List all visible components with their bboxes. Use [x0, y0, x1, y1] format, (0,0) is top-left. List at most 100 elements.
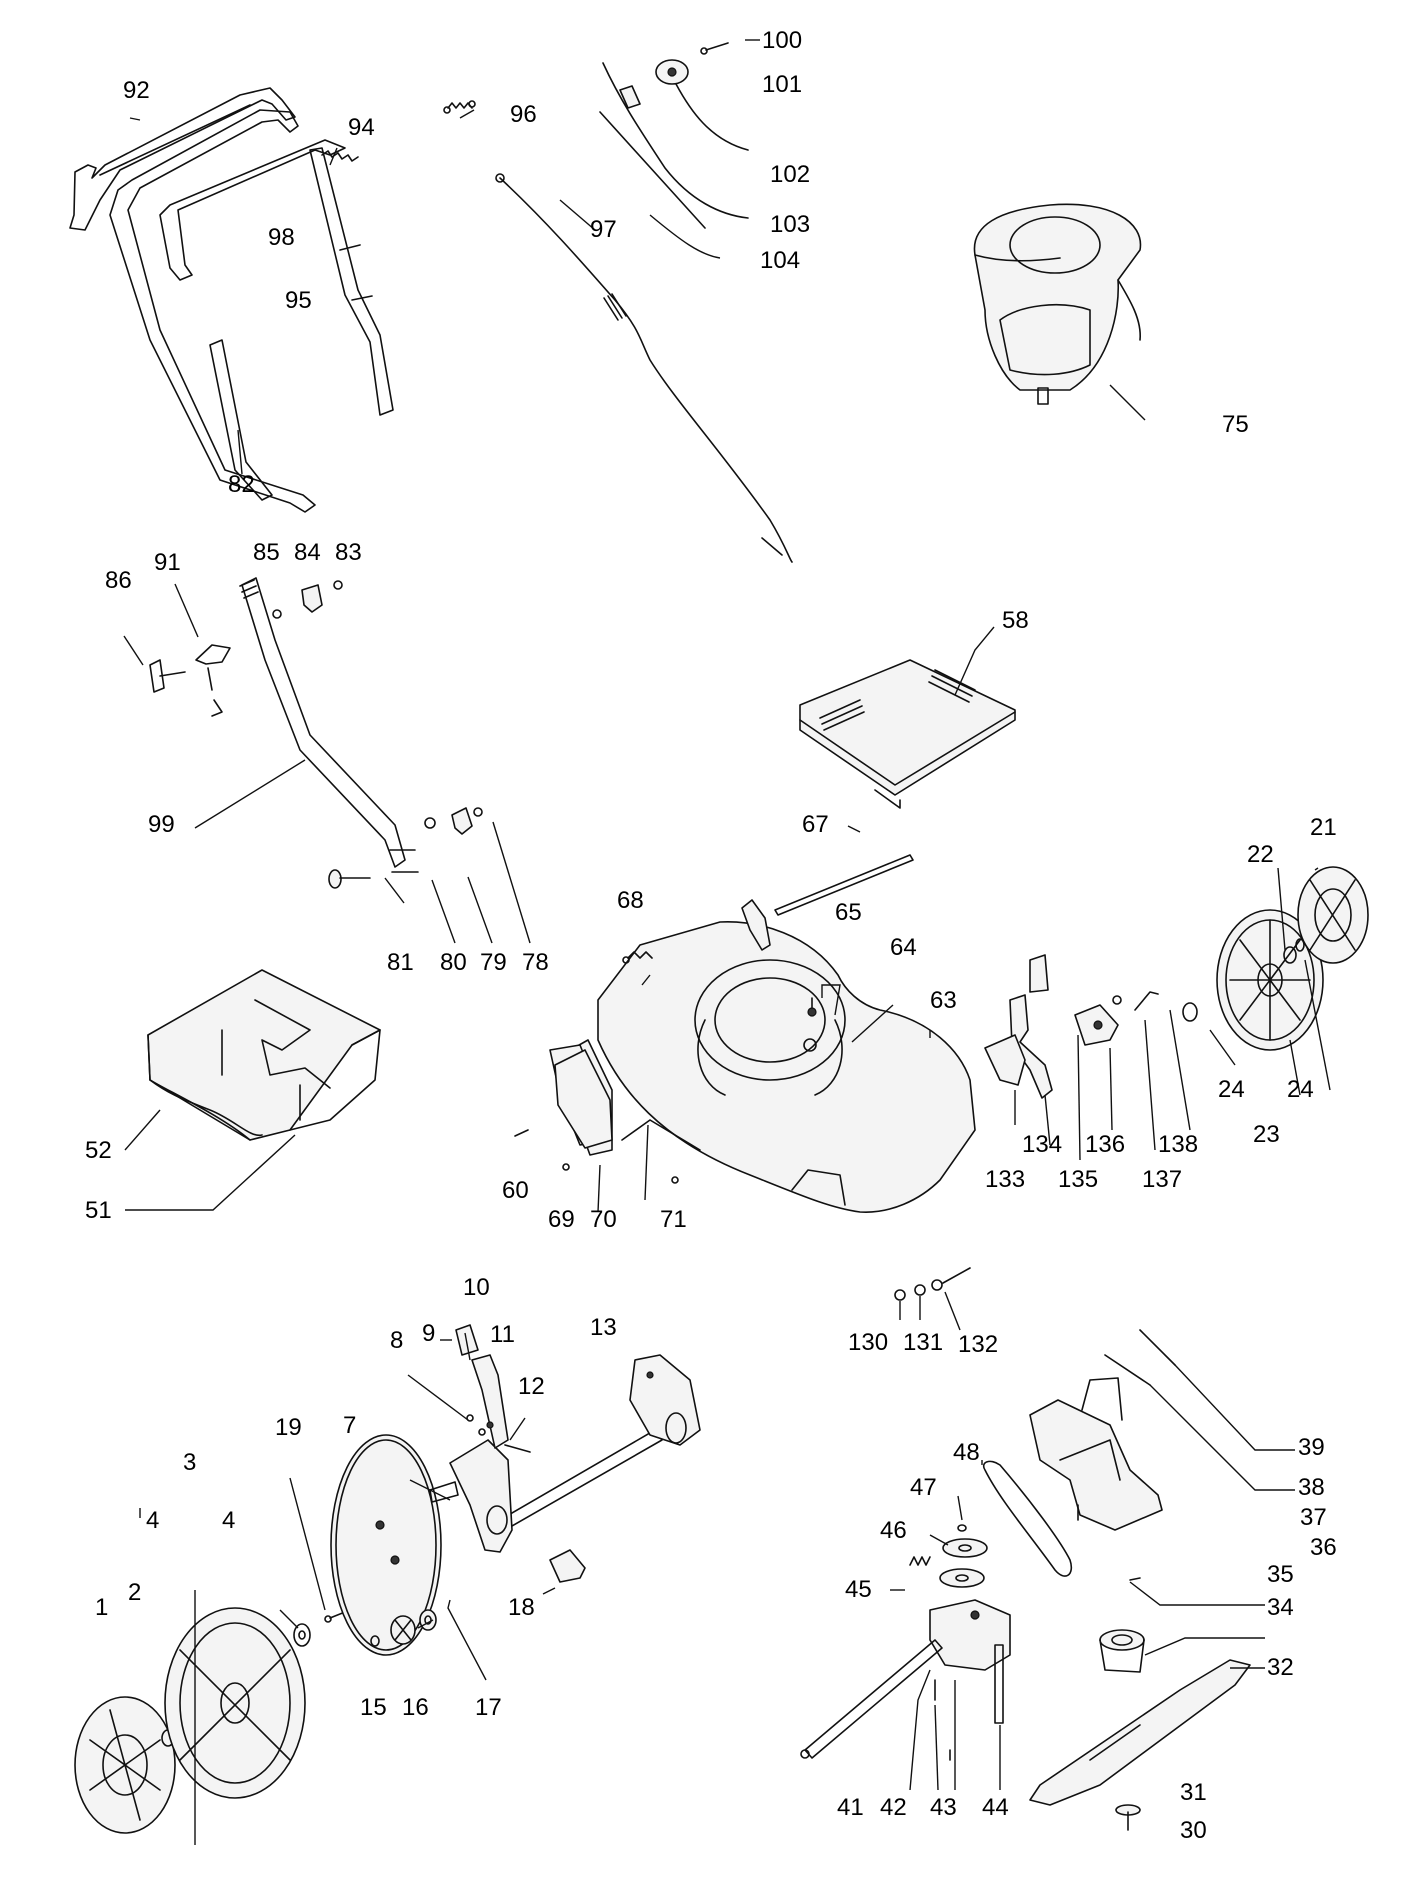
- cable-103: [599, 111, 706, 229]
- lever-cover-134: [1029, 954, 1049, 993]
- spacer-35: [1129, 1577, 1141, 1581]
- cable-97: [495, 173, 793, 563]
- handle-frame: [109, 109, 346, 513]
- callout-2: 2: [128, 1579, 141, 1606]
- callout-95: 95: [285, 287, 312, 314]
- callout-65: 65: [835, 899, 862, 926]
- callout-100: 100: [762, 27, 802, 54]
- callout-16: 16: [402, 1694, 429, 1721]
- blade-adapter-34: [1099, 1629, 1145, 1673]
- callout-99: 99: [148, 811, 175, 838]
- callout-58: 58: [1002, 607, 1029, 634]
- callout-98: 98: [268, 224, 295, 251]
- callout-13: 13: [590, 1314, 617, 1341]
- callout-70: 70: [590, 1206, 617, 1233]
- callout-67: 67: [802, 811, 829, 838]
- callout-94: 94: [348, 114, 375, 141]
- callout-101: 101: [762, 71, 802, 98]
- handle-spring-82: [239, 579, 259, 599]
- wheel-washer-24a: [1182, 1002, 1198, 1022]
- wheel-cap-1: [74, 1696, 176, 1834]
- bearing-17: [419, 1609, 437, 1631]
- callout-34: 34: [1267, 1594, 1294, 1621]
- callout-32: 32: [1267, 1654, 1294, 1681]
- callout-7: 7: [343, 1412, 356, 1439]
- callout-35: 35: [1267, 1561, 1294, 1588]
- callout-64: 64: [890, 934, 917, 961]
- callout-86: 86: [105, 567, 132, 594]
- callout-96: 96: [510, 101, 537, 128]
- washer-64: [803, 1038, 817, 1052]
- spring-96: [443, 100, 476, 114]
- clip-18: [549, 1549, 586, 1583]
- callout-82: 82: [228, 471, 255, 498]
- gearbox-41: [800, 1599, 1011, 1759]
- shaft-44: [994, 1644, 1004, 1724]
- callout-9: 9: [422, 1320, 435, 1347]
- gear-16: [390, 1615, 416, 1645]
- callout-71: 71: [660, 1206, 687, 1233]
- washer-130: [894, 1289, 906, 1301]
- callout-91: 91: [154, 549, 181, 576]
- engine-75: [973, 203, 1142, 405]
- wheel-hub-136: [1074, 1004, 1119, 1046]
- callout-46: 46: [880, 1517, 907, 1544]
- callout-8: 8: [390, 1327, 403, 1354]
- washer-85: [272, 609, 282, 619]
- washer-131: [914, 1284, 926, 1296]
- leader-lines: [123, 39, 1331, 1845]
- callout-135: 135: [1058, 1166, 1098, 1193]
- screw-100: [700, 42, 729, 55]
- rear-flap-58: [799, 659, 1016, 809]
- callout-12: 12: [518, 1373, 545, 1400]
- callout-41: 41: [837, 1794, 864, 1821]
- spring-45: [909, 1556, 931, 1566]
- washer-8: [478, 1428, 486, 1436]
- callout-45: 45: [845, 1576, 872, 1603]
- callout-23: 23: [1253, 1121, 1280, 1148]
- upper-handle-bar: [69, 87, 296, 231]
- key-47: [957, 1524, 967, 1532]
- callout-133: 133: [985, 1166, 1025, 1193]
- sector-133: [984, 1034, 1026, 1086]
- callout-24b: 24: [1287, 1076, 1314, 1103]
- callout-18: 18: [508, 1594, 535, 1621]
- callout-79: 79: [480, 949, 507, 976]
- callout-47: 47: [910, 1474, 937, 1501]
- blade-32: [1029, 1659, 1251, 1806]
- pulley-46: [942, 1538, 988, 1558]
- callout-85: 85: [253, 539, 280, 566]
- washer-80: [424, 817, 436, 829]
- callout-81: 81: [387, 949, 414, 976]
- nut-83: [333, 580, 343, 590]
- callout-136: 136: [1085, 1131, 1125, 1158]
- callout-15: 15: [360, 1694, 387, 1721]
- rod-38: [1104, 1354, 1151, 1386]
- callout-48: 48: [953, 1439, 980, 1466]
- drive-belt-48: [982, 1460, 1073, 1577]
- bearing-4: [293, 1623, 311, 1647]
- throttle-lever-101: [655, 59, 749, 151]
- rod-67: [774, 854, 914, 916]
- nut-69: [562, 1163, 570, 1171]
- callout-22: 22: [1247, 841, 1274, 868]
- height-adjuster-plate-70: [554, 1049, 613, 1149]
- bolt-81: [328, 869, 371, 889]
- bolt-132: [931, 1267, 971, 1291]
- screw-12: [504, 1444, 531, 1453]
- lower-handle-99: [241, 577, 419, 873]
- washer-15: [370, 1635, 380, 1647]
- bolt-137: [1134, 991, 1159, 1011]
- handle-lower-tube-95: [209, 339, 273, 501]
- callout-39: 39: [1298, 1434, 1325, 1461]
- callout-92: 92: [123, 77, 150, 104]
- callout-137: 137: [1142, 1166, 1182, 1193]
- grass-bag-51: [147, 969, 381, 1141]
- callout-11: 11: [490, 1321, 515, 1348]
- callout-68: 68: [617, 887, 644, 914]
- callout-80: 80: [440, 949, 467, 976]
- screw-19: [324, 1611, 346, 1623]
- callout-24a: 24: [1218, 1076, 1245, 1103]
- callout-30: 30: [1180, 1817, 1207, 1844]
- callout-21: 21: [1310, 814, 1337, 841]
